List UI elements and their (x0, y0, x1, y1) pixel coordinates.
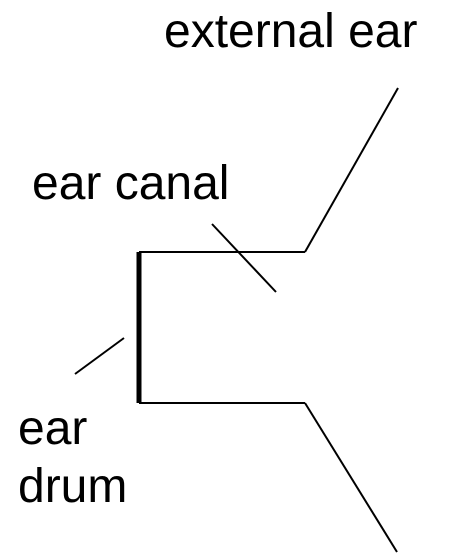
ear-drum-leader (74, 337, 125, 375)
external-ear-label: external ear (164, 5, 417, 58)
ear-drum-label-line1: ear (18, 402, 87, 455)
ear-canal-leader (211, 223, 277, 293)
ear-drum-label-line2: drum (18, 460, 127, 513)
external-ear-upper-flare (304, 87, 399, 253)
ear-canal-label: ear canal (32, 157, 229, 210)
external-ear-lower-flare (304, 402, 398, 553)
